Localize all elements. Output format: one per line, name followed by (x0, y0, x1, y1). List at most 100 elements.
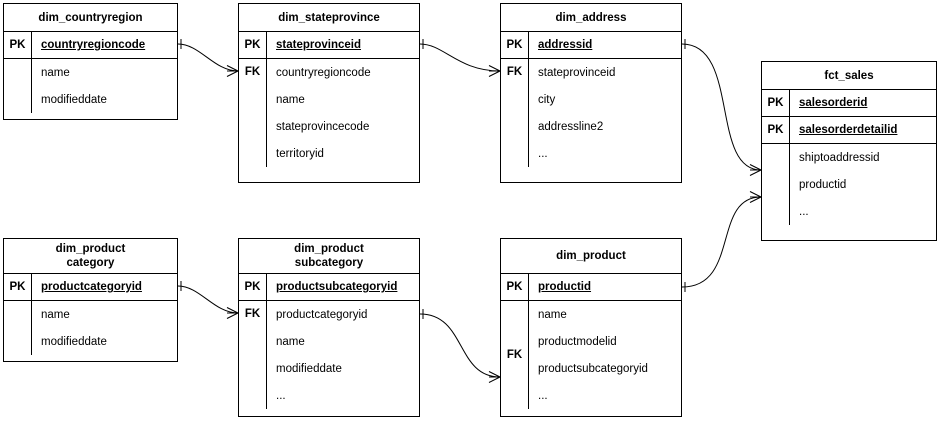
attribute-name: salesorderid (799, 97, 868, 109)
attribute-name: salesorderdetailid (799, 124, 898, 136)
entity-title: dim_product (501, 239, 681, 274)
attribute-list: shiptoaddressid productid... (790, 144, 936, 225)
attribute-name: modifieddate (276, 362, 342, 375)
cardinality-many-marker (749, 164, 762, 176)
attribute-name: productcategoryid (41, 281, 142, 293)
key-label: FK (239, 301, 267, 409)
attribute-name: productid (799, 178, 847, 191)
relationship-line (177, 285, 239, 314)
attribute-group: FK countryregioncode name stateprovincecode… (239, 59, 419, 167)
attribute-row[interactable]: PK productid (501, 274, 681, 301)
cardinality-many-marker (749, 191, 762, 203)
attribute-list: countryregioncode name stateprovincecode te… (267, 59, 419, 167)
attribute-row[interactable]: PK addressid (501, 32, 681, 59)
attribute-row[interactable]: PK stateprovinceid (239, 32, 419, 59)
relationship-rel-productcategory-subcategory[interactable] (177, 281, 239, 319)
key-label: PK (4, 274, 32, 300)
entity-title: dim_product subcategory (239, 239, 419, 274)
relationship-rel-countryregion-stateprovince[interactable] (177, 39, 239, 77)
attribute-row[interactable]: PK countryregioncode (4, 32, 177, 59)
relationship-line (681, 196, 762, 288)
cardinality-many-marker (226, 65, 239, 77)
relationship-line (177, 43, 239, 72)
entity-title: dim_countryregion (4, 4, 177, 32)
attribute-name: stateprovinceid (276, 39, 361, 51)
attribute-group: name modifieddate (4, 59, 177, 113)
attribute-name: addressid (538, 39, 593, 51)
key-label: PK (239, 274, 267, 300)
attribute-group: name modifieddate (4, 301, 177, 355)
attribute-name: shiptoaddressid (799, 151, 880, 164)
key-label: FK (501, 301, 529, 409)
cardinality-many-marker (488, 371, 501, 383)
key-label: PK (501, 32, 529, 58)
attribute-name: name (538, 308, 567, 321)
attribute-group: FK stateprovinceid city addressline2... (501, 59, 681, 167)
attribute-name: name (41, 66, 70, 79)
attribute-group: FK productcategoryid name modifieddate... (239, 301, 419, 409)
relationship-line (681, 43, 762, 171)
attribute-row[interactable]: PK productcategoryid (4, 274, 177, 301)
attribute-name: addressline2 (538, 120, 604, 133)
attribute-row[interactable]: PK salesorderdetailid (762, 117, 936, 144)
relationship-rel-subcategory-product[interactable] (419, 309, 501, 383)
attribute-name: countryregioncode (276, 66, 371, 79)
attribute-name: ... (276, 389, 286, 402)
key-label: PK (501, 274, 529, 300)
entity-title: dim_product category (4, 239, 177, 274)
attribute-name: modifieddate (41, 335, 107, 348)
attribute-name: ... (538, 147, 548, 160)
attribute-name: productsubcategoryid (538, 362, 648, 375)
attribute-name: name (276, 93, 305, 106)
key-label: FK (239, 59, 267, 167)
key-label: PK (4, 32, 32, 58)
key-label: PK (762, 117, 790, 143)
attribute-group: shiptoaddressid productid... (762, 144, 936, 225)
attribute-name: ... (538, 389, 548, 402)
relationship-rel-product-sales[interactable] (681, 191, 762, 293)
key-label: FK (501, 59, 529, 167)
attribute-name: territoryid (276, 147, 324, 160)
attribute-list: name modifieddate (32, 59, 177, 113)
key-label (762, 144, 790, 225)
relationship-line (419, 313, 501, 378)
entity-title: dim_stateprovince (239, 4, 419, 32)
entity-title: dim_address (501, 4, 681, 32)
entity-title: fct_sales (762, 62, 936, 90)
attribute-name: productsubcategoryid (276, 281, 398, 293)
attribute-name: name (41, 308, 70, 321)
attribute-name: productcategoryid (276, 308, 368, 321)
attribute-name: stateprovincecode (276, 120, 370, 133)
attribute-row[interactable]: PK productsubcategoryid (239, 274, 419, 301)
relationship-rel-stateprovince-address[interactable] (419, 39, 501, 77)
attribute-name: productid (538, 281, 592, 293)
key-label: PK (239, 32, 267, 58)
attribute-name: city (538, 93, 556, 106)
attribute-name: ... (799, 205, 809, 218)
attribute-list: name modifieddate (32, 301, 177, 355)
relationship-line (419, 43, 501, 72)
attribute-name: name (276, 335, 305, 348)
attribute-list: productcategoryid name modifieddate... (267, 301, 419, 409)
cardinality-many-marker (226, 307, 239, 319)
cardinality-many-marker (488, 65, 501, 77)
attribute-list: name productmodelid productsubcategoryid..… (529, 301, 681, 409)
key-label (4, 301, 32, 355)
attribute-list: stateprovinceid city addressline2... (529, 59, 681, 167)
attribute-name: productmodelid (538, 335, 617, 348)
attribute-group: FK name productmodelid productsubcategoryid… (501, 301, 681, 409)
attribute-name: modifieddate (41, 93, 107, 106)
attribute-name: countryregioncode (41, 39, 146, 51)
key-label (4, 59, 32, 113)
relationship-rel-address-sales[interactable] (681, 39, 762, 176)
attribute-name: stateprovinceid (538, 66, 616, 79)
